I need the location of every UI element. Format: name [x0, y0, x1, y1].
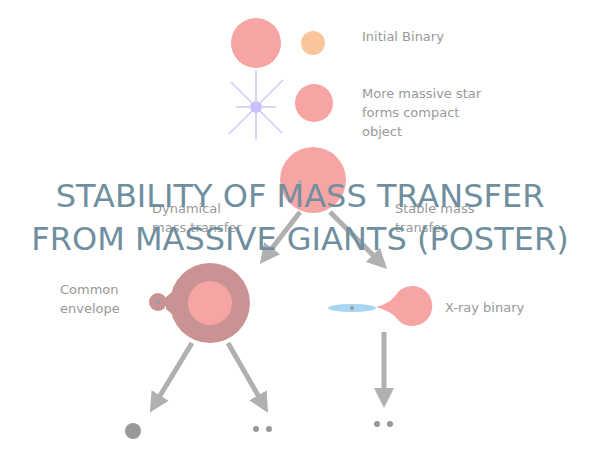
stage-label: More massive star forms compact object — [362, 84, 492, 141]
poster-title: STABILITY OF MASS TRANSFER FROM MASSIVE … — [5, 175, 595, 261]
stage-label: Initial Binary — [362, 27, 512, 46]
stage-label: Common envelope — [60, 280, 145, 318]
stage-label: X-ray binary — [445, 298, 565, 317]
